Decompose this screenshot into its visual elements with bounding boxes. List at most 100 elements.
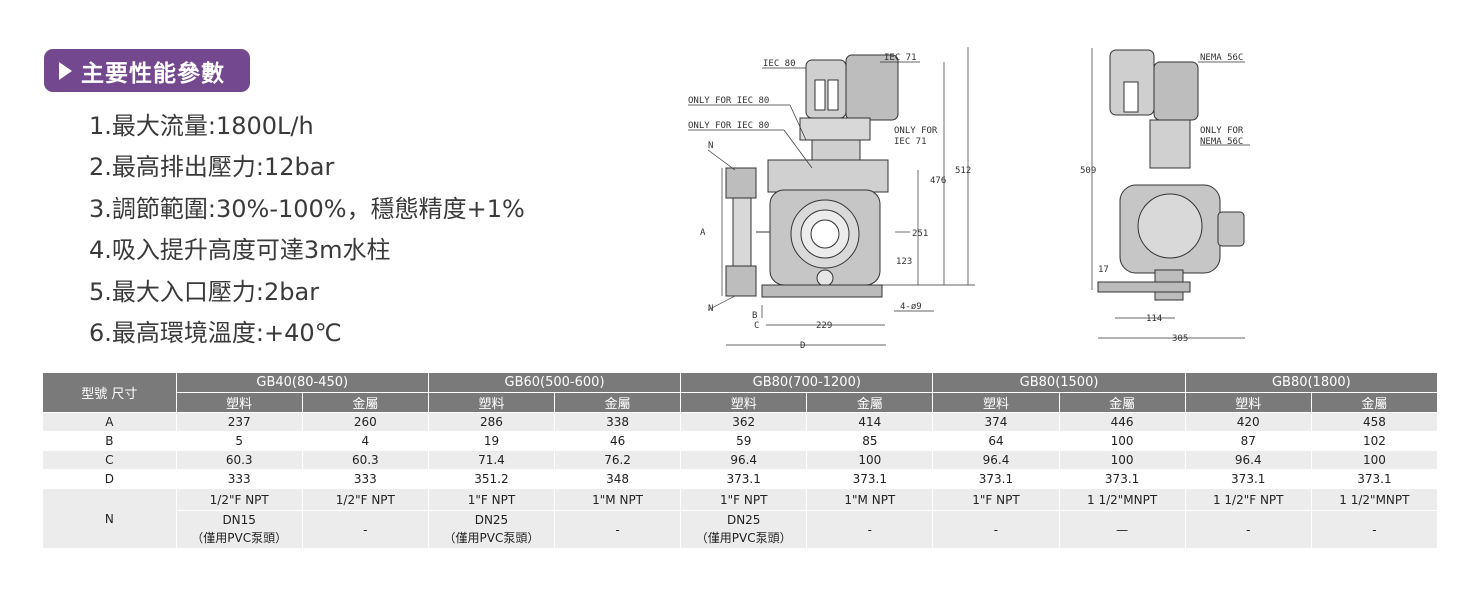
material-header: 金屬: [806, 392, 934, 413]
table-cell: 373.1: [806, 469, 934, 489]
table-cell: -: [806, 510, 934, 549]
play-triangle-icon: [59, 61, 72, 80]
table-cell: 19: [428, 431, 556, 451]
table-cell: 458: [1311, 412, 1439, 432]
table-cell: 5: [176, 431, 303, 451]
material-header: 塑料: [176, 392, 303, 413]
dim-305: 305: [1172, 334, 1188, 344]
table-cell: 446: [1059, 412, 1186, 432]
dim-229: 229: [816, 321, 832, 331]
table-cell: 85: [806, 431, 934, 451]
table-corner-label: 型號 尺寸: [43, 373, 177, 413]
table-row: N 1/2"F NPT 1/2"F NPT 1"F NPT 1"M NPT 1"…: [43, 488, 1439, 549]
table-cell: —: [1059, 510, 1186, 549]
model-header: GB80(1800): [1185, 373, 1439, 393]
table-row: B 5 4 19 46 59 85 64 100 87 102: [43, 431, 1439, 451]
table-cell: 1/2"F NPT: [176, 488, 303, 511]
dim-251: 251: [912, 229, 928, 239]
spec-item: 6.最高環境溫度:+40℃: [89, 318, 342, 347]
cell-line: -: [993, 522, 999, 537]
table-cell: 60.3: [176, 450, 303, 470]
cell-line: -: [1372, 522, 1377, 537]
table-header-row: 型號 尺寸 GB40(80-450) GB60(500-600) GB80(70…: [43, 373, 1439, 413]
material-header: 塑料: [1185, 392, 1312, 413]
cell-note: （僅用PVC泵頭）: [695, 531, 792, 545]
model-header: GB80(1500): [932, 373, 1186, 393]
material-header: 塑料: [932, 392, 1060, 413]
table-cell: 1/2"F NPT: [302, 488, 429, 511]
spec-item: 3.調節範圍:30%-100%，穩態精度+1%: [89, 194, 525, 223]
section-title-badge: 主要性能參數: [44, 49, 250, 92]
material-header-row: 塑料 金屬 塑料 金屬 塑料 金屬 塑料 金屬 塑料 金屬: [43, 392, 1439, 413]
cell-line: —: [1116, 522, 1129, 537]
table-cell: 87: [1185, 431, 1312, 451]
dim-17: 17: [1098, 265, 1109, 275]
label-only-iec80-b: ONLY FOR IEC 80: [688, 121, 769, 131]
dim-4phi9: 4-ø9: [900, 302, 922, 312]
spec-list: 1.最大流量:1800L/h 2.最高排出壓力:12bar 3.調節範圍:30%…: [89, 106, 525, 354]
material-header: 金屬: [1311, 392, 1439, 413]
table-cell: -: [554, 510, 682, 549]
table-cell: 64: [932, 431, 1060, 451]
table-cell: 100: [806, 450, 934, 470]
label-n-bottom: N: [708, 304, 713, 314]
table-cell: 1 1/2"MNPT: [1311, 488, 1439, 511]
model-header: GB80(700-1200): [680, 373, 934, 393]
table-cell: 1 1/2"MNPT: [1059, 488, 1186, 511]
table-cell: 1"F NPT: [428, 488, 556, 511]
dim-114: 114: [1146, 314, 1162, 324]
table-row: DN15（僅用PVC泵頭） - DN25（僅用PVC泵頭） - DN25（僅用P…: [43, 510, 1439, 549]
label-iec71: IEC 71: [884, 53, 917, 63]
table-cell: 348: [554, 469, 682, 489]
table-cell: 76.2: [554, 450, 682, 470]
section-title: 主要性能參數: [81, 60, 225, 87]
label-iec80: IEC 80: [763, 59, 796, 69]
table-cell: 1"F NPT: [680, 488, 808, 511]
label-only-iec71-l1: ONLY FOR: [894, 126, 938, 136]
table-cell: 237: [176, 412, 303, 432]
material-header: 金屬: [1059, 392, 1186, 413]
label-only-iec80-a: ONLY FOR IEC 80: [688, 96, 769, 106]
table-cell: 1"M NPT: [806, 488, 934, 511]
spec-item: 4.吸入提升高度可達3m水柱: [89, 236, 391, 265]
table-cell: 373.1: [932, 469, 1060, 489]
model-header: GB40(80-450): [176, 373, 429, 393]
cell-note: （僅用PVC泵頭）: [191, 531, 288, 545]
material-header: 塑料: [428, 392, 556, 413]
table-cell: -: [1311, 510, 1439, 549]
cell-line: DN25: [726, 513, 761, 527]
table-cell: 362: [680, 412, 808, 432]
cell-line: -: [867, 522, 872, 537]
table-cell: 102: [1311, 431, 1439, 451]
table-cell: 414: [806, 412, 934, 432]
table-row: A 237 260 286 338 362 414 374 446 420 45…: [43, 412, 1439, 432]
table-cell: 46: [554, 431, 682, 451]
dim-512: 512: [955, 166, 971, 176]
table-cell: 1 1/2"F NPT: [1185, 488, 1312, 511]
dimension-table: 型號 尺寸 GB40(80-450) GB60(500-600) GB80(70…: [43, 373, 1439, 549]
table-cell: 260: [302, 412, 429, 432]
cell-line: -: [363, 522, 368, 537]
table-cell: -: [932, 510, 1060, 549]
cell-line: DN25: [474, 513, 509, 527]
row-label: N: [43, 488, 177, 549]
table-cell: 373.1: [1185, 469, 1312, 489]
cell-line: -: [1246, 522, 1251, 537]
dim-476: 476: [930, 176, 946, 186]
material-header: 金屬: [554, 392, 682, 413]
table-cell: 100: [1059, 431, 1186, 451]
table-cell: DN25 （僅用PVC泵頭）: [680, 510, 808, 549]
table-cell: 333: [176, 469, 303, 489]
cell-line: -: [615, 522, 620, 537]
table-cell: 96.4: [1185, 450, 1312, 470]
label-a: A: [700, 228, 706, 238]
spec-item: 2.最高排出壓力:12bar: [89, 153, 335, 182]
table-row: C 60.3 60.3 71.4 76.2 96.4 100 96.4 100 …: [43, 450, 1439, 470]
dim-509: 509: [1080, 166, 1096, 176]
table-cell: 4: [302, 431, 429, 451]
label-d: D: [800, 341, 805, 351]
row-label: C: [43, 450, 177, 470]
table-cell: 1"M NPT: [554, 488, 682, 511]
label-b: B: [752, 311, 757, 321]
table-cell: -: [1185, 510, 1312, 549]
